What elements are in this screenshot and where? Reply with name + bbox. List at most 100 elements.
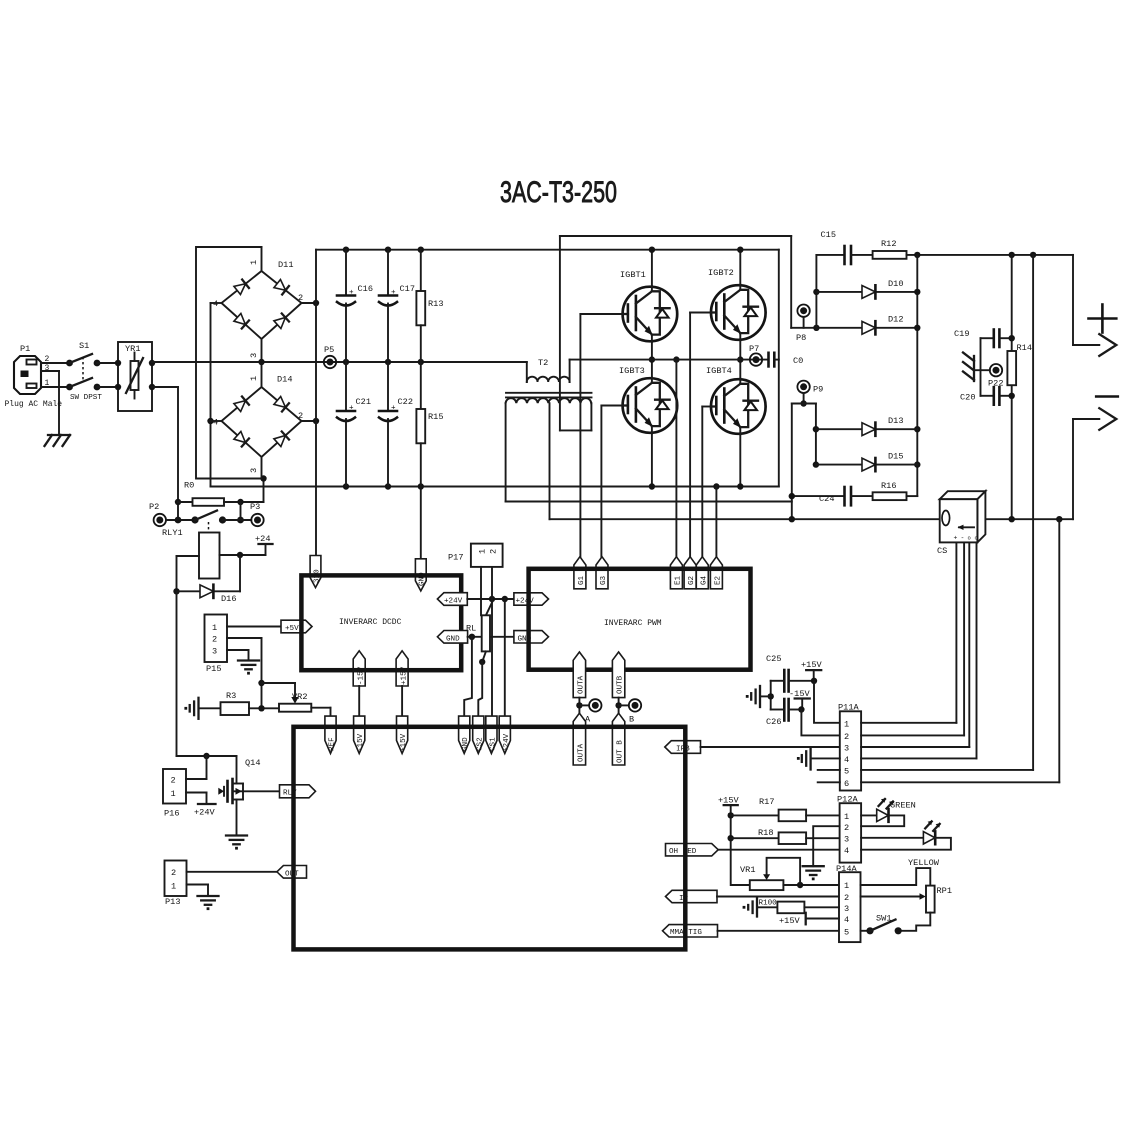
svg-text:1: 1 — [478, 549, 488, 554]
svg-text:4: 4 — [844, 755, 849, 765]
svg-text:P5: P5 — [324, 345, 334, 355]
svg-text:+: + — [349, 405, 354, 413]
svg-text:C24: C24 — [819, 494, 834, 504]
svg-text:GREEN: GREEN — [890, 801, 916, 811]
svg-text:RL: RL — [466, 624, 476, 634]
svg-text:+15V: +15V — [801, 660, 822, 670]
svg-text:4: 4 — [844, 846, 849, 856]
svg-text:D13: D13 — [888, 416, 903, 426]
svg-text:P9: P9 — [813, 385, 823, 395]
svg-text:A: A — [585, 715, 591, 725]
svg-text:R13: R13 — [428, 299, 443, 309]
svg-text:3AC-T3-250: 3AC-T3-250 — [500, 176, 617, 209]
svg-text:C16: C16 — [358, 284, 373, 294]
svg-text:R14: R14 — [1017, 343, 1032, 353]
svg-text:P16: P16 — [164, 809, 179, 819]
svg-text:GND: GND — [419, 572, 427, 586]
svg-text:D11: D11 — [278, 260, 293, 270]
svg-text:P14A: P14A — [836, 864, 857, 874]
svg-text:R3: R3 — [226, 691, 236, 701]
svg-text:SW1: SW1 — [876, 914, 891, 924]
svg-text:INVERARC PWM: INVERARC PWM — [604, 619, 662, 628]
svg-text:G1: G1 — [578, 575, 586, 585]
svg-text:OUT B: OUT B — [617, 740, 625, 763]
svg-text:P22: P22 — [988, 379, 1003, 389]
svg-text:3: 3 — [45, 364, 50, 373]
svg-text:2: 2 — [298, 293, 303, 303]
svg-text:C25: C25 — [766, 654, 781, 664]
svg-text:C15: C15 — [821, 230, 836, 240]
svg-text:3: 3 — [844, 835, 849, 845]
svg-text:G2: G2 — [688, 575, 696, 585]
svg-text:YELLOW: YELLOW — [908, 858, 940, 868]
svg-text:3: 3 — [844, 904, 849, 914]
svg-text:5: 5 — [844, 767, 849, 777]
svg-text:1: 1 — [171, 789, 176, 799]
svg-text:YR1: YR1 — [125, 344, 140, 354]
svg-text:E2: E2 — [714, 575, 722, 585]
svg-text:P8: P8 — [796, 333, 806, 343]
svg-text:1: 1 — [45, 379, 50, 388]
svg-text:G4: G4 — [700, 575, 708, 585]
svg-text:REF: REF — [329, 737, 337, 751]
svg-text:R0: R0 — [184, 481, 194, 491]
svg-text:INVERARC DCDC: INVERARC DCDC — [339, 618, 402, 627]
svg-text:1: 1 — [844, 812, 849, 822]
svg-text:IGBT1: IGBT1 — [620, 270, 646, 280]
svg-text:+15V: +15V — [400, 666, 408, 685]
svg-text:1: 1 — [212, 623, 217, 633]
svg-text:R17: R17 — [759, 797, 774, 807]
svg-text:OUTA: OUTA — [577, 675, 585, 694]
svg-text:C26: C26 — [766, 717, 781, 727]
svg-text:P3: P3 — [250, 502, 260, 512]
svg-text:2: 2 — [212, 635, 217, 645]
svg-text:OUTA: OUTA — [577, 743, 585, 762]
svg-text:GND: GND — [518, 635, 532, 643]
svg-text:3: 3 — [249, 353, 259, 358]
svg-text:T2: T2 — [538, 358, 548, 368]
svg-text:+24V: +24V — [444, 598, 463, 606]
svg-text:C19: C19 — [954, 329, 969, 339]
svg-text:4: 4 — [213, 299, 218, 309]
svg-text:2: 2 — [489, 549, 499, 554]
svg-text:S1: S1 — [79, 341, 89, 351]
svg-text:GND: GND — [462, 737, 470, 751]
svg-text:+24: +24 — [255, 534, 270, 544]
svg-text:1: 1 — [844, 881, 849, 891]
svg-text:GND: GND — [446, 635, 460, 643]
svg-text:6: 6 — [844, 779, 849, 789]
svg-text:2: 2 — [171, 868, 176, 878]
svg-text:1: 1 — [249, 376, 259, 381]
svg-text:D15: D15 — [888, 452, 903, 462]
svg-text:IGBT3: IGBT3 — [619, 366, 645, 376]
svg-text:R18: R18 — [758, 828, 773, 838]
svg-text:CS2: CS2 — [476, 737, 484, 751]
svg-text:1: 1 — [249, 260, 259, 265]
svg-text:-15V: -15V — [789, 689, 810, 699]
svg-text:o: o — [975, 535, 978, 542]
svg-text:2: 2 — [844, 732, 849, 742]
svg-text:D10: D10 — [888, 279, 903, 289]
svg-text:Plug AC Male: Plug AC Male — [5, 400, 63, 409]
svg-text:5: 5 — [844, 928, 849, 938]
svg-text:RP1: RP1 — [937, 886, 952, 896]
svg-text:+: + — [349, 289, 354, 297]
svg-text:3: 3 — [249, 468, 259, 473]
svg-text:P2: P2 — [149, 502, 159, 512]
svg-text:P12A: P12A — [837, 795, 858, 805]
svg-text:+: + — [954, 535, 958, 542]
svg-text:+5V: +5V — [285, 625, 299, 633]
svg-text:+24V: +24V — [503, 733, 511, 752]
svg-text:+24V: +24V — [516, 598, 535, 606]
svg-text:OUTB: OUTB — [617, 675, 625, 694]
svg-text:3: 3 — [212, 647, 217, 657]
svg-text:2: 2 — [171, 776, 176, 786]
svg-text:-: - — [961, 535, 965, 542]
svg-text:2: 2 — [298, 411, 303, 421]
svg-text:P1: P1 — [20, 344, 30, 354]
svg-text:2: 2 — [844, 893, 849, 903]
svg-text:D14: D14 — [277, 375, 292, 385]
svg-text:Q14: Q14 — [245, 758, 260, 768]
svg-text:CS1: CS1 — [489, 737, 497, 751]
svg-text:+: + — [391, 405, 396, 413]
